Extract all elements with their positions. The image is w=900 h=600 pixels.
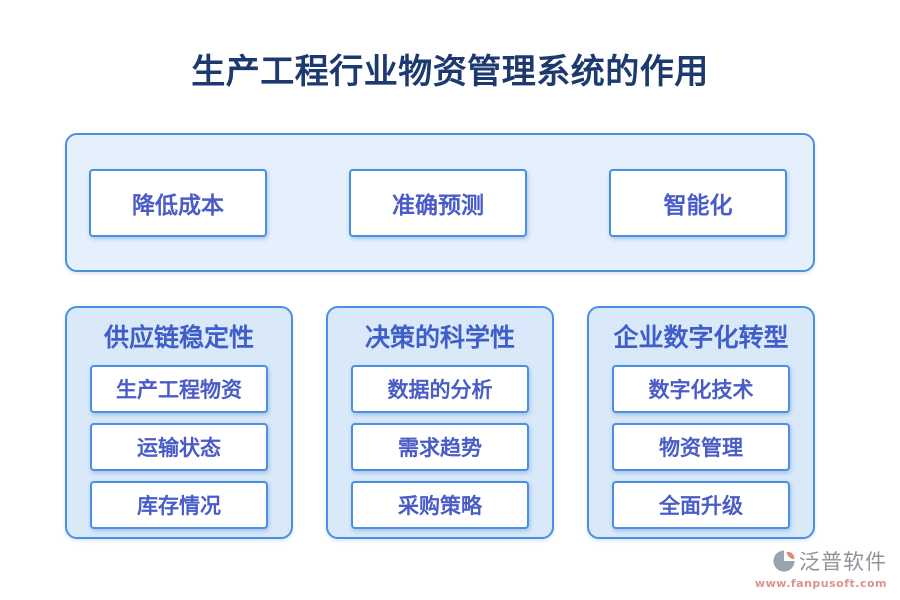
brand-footer: 泛普软件 www.fanpusoft.com: [755, 546, 887, 590]
benefit-box-reduce-cost: 降低成本: [89, 168, 267, 237]
item-box-inventory-status: 库存情况: [90, 481, 268, 529]
column-heading: 企业数字化转型: [613, 323, 789, 352]
fanpu-logo-icon: [773, 550, 795, 572]
website-url: www.fanpusoft.com: [754, 577, 887, 590]
column-supply-chain-stability: 供应链稳定性 生产工程物资 运输状态 库存情况: [65, 306, 293, 539]
page-title: 生产工程行业物资管理系统的作用: [191, 52, 709, 92]
column-heading: 决策的科学性: [364, 323, 515, 352]
item-box-demand-trend: 需求趋势: [351, 423, 529, 471]
item-box-production-materials: 生产工程物资: [90, 365, 268, 413]
column-digital-transformation: 企业数字化转型 数字化技术 物资管理 全面升级: [587, 306, 815, 539]
item-box-full-upgrade: 全面升级: [612, 481, 790, 529]
brand-name: 泛普软件: [799, 550, 887, 574]
benefit-box-intelligence: 智能化: [609, 168, 787, 237]
item-box-procurement-strategy: 采购策略: [351, 481, 529, 529]
item-box-digital-technology: 数字化技术: [612, 365, 790, 413]
column-heading: 供应链稳定性: [103, 323, 254, 352]
item-box-data-analysis: 数据的分析: [351, 365, 529, 413]
column-scientific-decision: 决策的科学性 数据的分析 需求趋势 采购策略: [326, 306, 554, 539]
benefits-panel: 降低成本 准确预测 智能化: [65, 133, 815, 272]
item-box-material-management: 物资管理: [612, 423, 790, 471]
brand-row: 泛普软件: [755, 546, 887, 576]
feature-columns: 供应链稳定性 生产工程物资 运输状态 库存情况 决策的科学性 数据的分析 需求趋…: [65, 306, 815, 539]
benefit-box-accurate-forecast: 准确预测: [349, 168, 527, 237]
item-box-transport-status: 运输状态: [90, 423, 268, 471]
